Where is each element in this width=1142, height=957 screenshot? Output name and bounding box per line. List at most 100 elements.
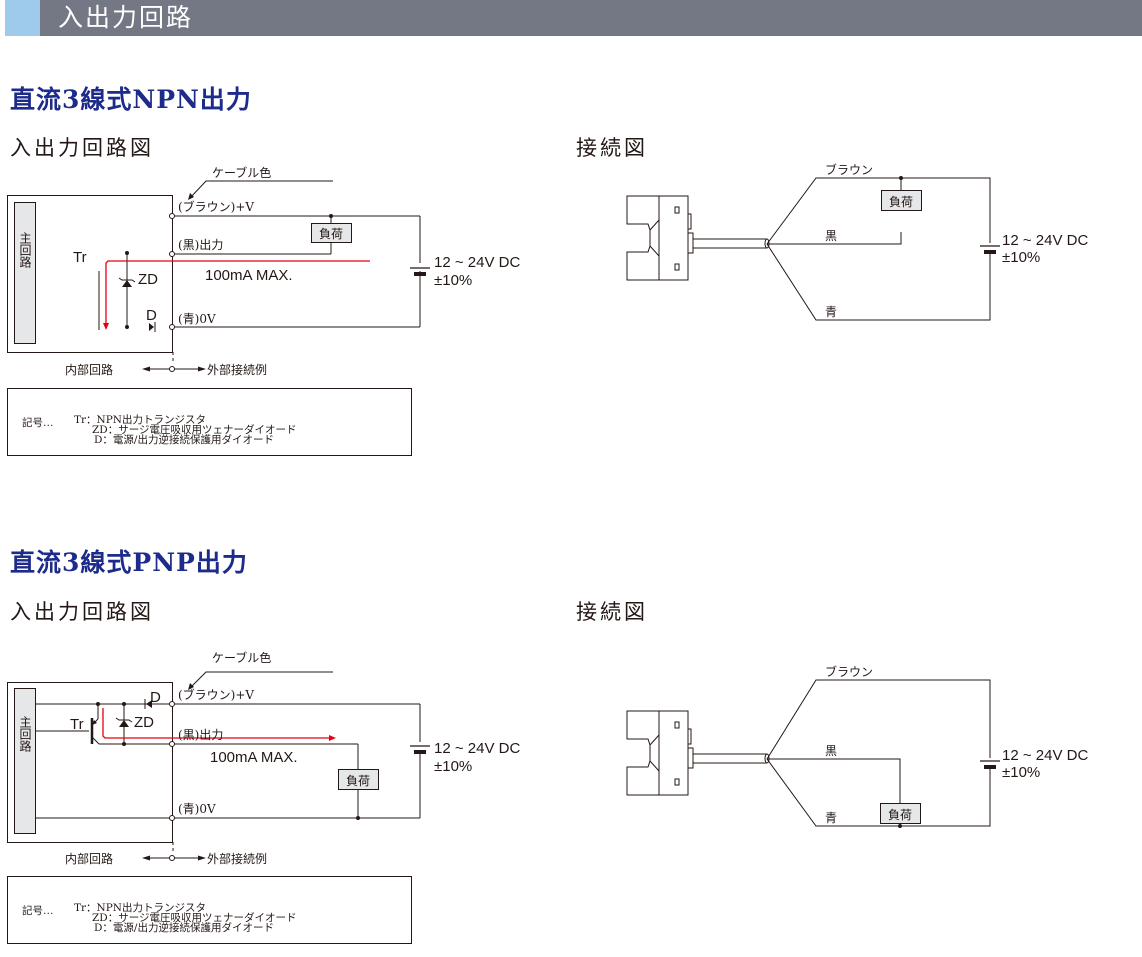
- connection-heading-npn: 接続図: [576, 136, 648, 160]
- terminal-blue: [169, 815, 175, 821]
- header-accent: [5, 0, 40, 36]
- wire-blue-label: 青: [825, 305, 837, 319]
- terminal-black-label: (黒)出力: [178, 238, 223, 252]
- circuit-heading-npn: 入出力回路図: [10, 136, 154, 160]
- transistor-arrow-icon: [92, 720, 97, 725]
- main-circuit-block: [14, 688, 36, 834]
- diode-icon: [149, 323, 154, 331]
- supply-tolerance: ±10%: [434, 758, 472, 775]
- circuit-heading-pnp: 入出力回路図: [10, 600, 154, 624]
- current-label: 100mA MAX.: [205, 267, 293, 284]
- arrow-left-icon: [142, 855, 150, 861]
- supply-voltage: 12 ~ 24V DC: [1002, 747, 1088, 764]
- pnp-circuit-diagram: 負荷 主回路 ケーブル色 (ブラウン)+V (黒)出力 (青)0V Tr ZD …: [7, 650, 520, 866]
- internal-label: 内部回路: [65, 362, 113, 377]
- header-bar: [5, 0, 1142, 36]
- wire-brown-label: ブラウン: [825, 162, 873, 177]
- battery-plate-negative: [984, 765, 996, 769]
- load-box: [338, 769, 379, 790]
- page-title: 入出力回路: [58, 3, 194, 32]
- connection-heading-pnp: 接続図: [576, 600, 648, 624]
- terminal-brown: [169, 701, 175, 707]
- legend-npn: 記号… Tr：NPN出力トランジスタ ZD：サージ電圧吸収用ツェナーダイオード …: [7, 388, 412, 456]
- diode-icon: [146, 700, 152, 708]
- current-path: [105, 260, 370, 328]
- current-path: [102, 708, 330, 739]
- current-arrow-icon: [103, 323, 109, 330]
- arrow-left-icon: [142, 366, 150, 372]
- legend-line-zd: ZD：サージ電圧吸収用ツェナーダイオード: [92, 912, 297, 924]
- load-box: [880, 803, 921, 824]
- wire-blue: [766, 243, 991, 321]
- legend-pnp: 記号… Tr：NPN出力トランジスタ ZD：サージ電圧吸収用ツェナーダイオード …: [7, 876, 412, 944]
- load-label: 負荷: [346, 774, 370, 788]
- section-title-pnp: 直流3線式PNP出力: [10, 548, 248, 577]
- legend-line-d: D：電源/出力逆接続保護用ダイオード: [94, 434, 274, 446]
- wire-blue-label: 青: [825, 811, 837, 825]
- supply-tolerance: ±10%: [1002, 249, 1040, 266]
- cable-color-leader: [189, 671, 333, 689]
- arrow-right-icon: [198, 366, 206, 372]
- tr-label: Tr: [73, 249, 87, 266]
- terminal-brown: [169, 213, 175, 219]
- wire-blue: [766, 758, 991, 827]
- wire-black-label: 黒: [825, 744, 837, 758]
- terminal-brown-label: (ブラウン)+V: [178, 687, 254, 702]
- internal-circuit-box: [7, 682, 173, 843]
- main-circuit-label: 主回路: [18, 232, 32, 269]
- zd-label: ZD: [134, 714, 154, 731]
- load-label: 負荷: [888, 808, 912, 822]
- wire-brown-label: ブラウン: [825, 664, 873, 679]
- zener-diode-icon: [119, 720, 129, 727]
- wire-brown: [766, 177, 991, 245]
- legend-line-zd: ZD：サージ電圧吸収用ツェナーダイオード: [92, 424, 297, 436]
- load-box: [311, 223, 352, 243]
- legend-key: 記号…: [22, 905, 54, 917]
- legend-line-tr: Tr：NPN出力トランジスタ: [74, 902, 206, 914]
- supply-tolerance: ±10%: [434, 272, 472, 289]
- zener-diode-icon: [122, 280, 132, 287]
- terminal-black-label: (黒)出力: [178, 728, 223, 742]
- battery-plate-negative: [984, 250, 996, 254]
- cable-color-leader: [189, 180, 333, 199]
- supply-voltage: 12 ~ 24V DC: [434, 740, 520, 757]
- load-box: [881, 190, 922, 211]
- load-label: 負荷: [319, 227, 343, 241]
- legend-line-d: D：電源/出力逆接続保護用ダイオード: [94, 922, 274, 934]
- supply-voltage: 12 ~ 24V DC: [434, 254, 520, 271]
- wire-black-label: 黒: [825, 229, 837, 243]
- tr-label: Tr: [70, 716, 84, 733]
- zd-label: ZD: [138, 271, 158, 288]
- external-label: 外部接続例: [207, 362, 267, 377]
- terminal-blue-label: (青)0V: [178, 802, 216, 816]
- cable-color-label: ケーブル色: [212, 650, 271, 665]
- legend-key: 記号…: [22, 417, 54, 429]
- load-label: 負荷: [889, 195, 913, 209]
- legend-line-tr: Tr：NPN出力トランジスタ: [74, 414, 206, 426]
- cable-color-label: ケーブル色: [212, 165, 271, 180]
- wire-black: [767, 232, 902, 245]
- main-circuit-label: 主回路: [18, 716, 32, 753]
- wire-brown: [766, 679, 991, 760]
- main-circuit-block: [14, 202, 36, 344]
- external-label: 外部接続例: [207, 851, 267, 866]
- wire-black: [767, 758, 901, 803]
- terminal-blue-label: (青)0V: [178, 312, 216, 326]
- current-arrow-icon: [329, 735, 336, 741]
- arrow-right-icon: [198, 855, 206, 861]
- battery-plate-negative: [414, 750, 426, 754]
- battery-plate-negative: [414, 272, 426, 276]
- internal-label: 内部回路: [65, 851, 113, 866]
- supply-tolerance: ±10%: [1002, 764, 1040, 781]
- npn-connection-diagram: 負荷 ブラウン 黒 青 12 ~ 24V DC ±10%: [626, 162, 1088, 321]
- pnp-connection-diagram: 負荷 ブラウン 黒 青 12 ~ 24V DC ±10%: [626, 664, 1088, 828]
- internal-circuit-box: [7, 195, 173, 353]
- supply-voltage: 12 ~ 24V DC: [1002, 232, 1088, 249]
- terminal-black: [169, 741, 175, 747]
- current-label: 100mA MAX.: [210, 749, 298, 766]
- d-label: D: [146, 307, 157, 324]
- terminal-brown-label: (ブラウン)+V: [178, 199, 254, 214]
- terminal-black: [169, 251, 175, 257]
- terminal-blue: [169, 324, 175, 330]
- d-label: D: [150, 689, 161, 706]
